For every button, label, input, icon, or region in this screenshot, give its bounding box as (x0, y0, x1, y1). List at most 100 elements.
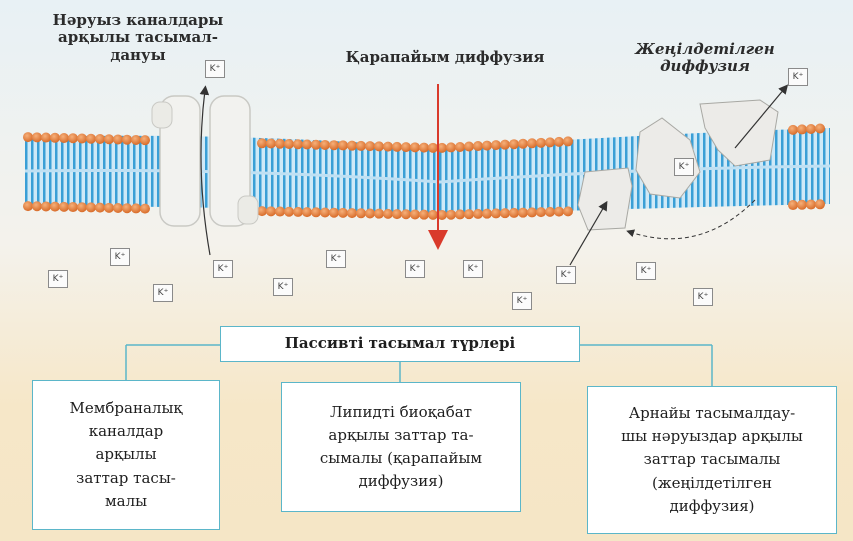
phospholipid-head (77, 202, 87, 212)
phospholipid-head (383, 209, 393, 219)
phospholipid-head (329, 208, 339, 218)
phospholipid-head (482, 209, 492, 219)
phospholipid-head (482, 141, 492, 151)
phospholipid-head (77, 134, 87, 144)
tree-child-channels: Мембраналық каналдар арқылы заттар тасы-… (32, 380, 220, 530)
phospholipid-head (554, 137, 564, 147)
phospholipid-head (23, 132, 33, 142)
facilitated-diffusion-label: Жеңілдетілген диффузия (625, 41, 785, 76)
phospholipid-head (527, 207, 537, 217)
phospholipid-head (329, 140, 339, 150)
phospholipid-head (509, 139, 519, 149)
phospholipid-head (815, 199, 825, 209)
phospholipid-head (563, 206, 573, 216)
phospholipid-head (365, 208, 375, 218)
phospholipid-head (347, 141, 357, 151)
phospholipid-head (293, 139, 303, 149)
phospholipid-head (446, 210, 456, 220)
phospholipid-head (122, 135, 132, 145)
phospholipid-head (86, 202, 96, 212)
potassium-ion-marker: K⁺ (693, 288, 713, 306)
phospholipid-head (320, 140, 330, 150)
phospholipid-head (365, 141, 375, 151)
potassium-ion-marker: K⁺ (463, 260, 483, 278)
phospholipid-head (410, 209, 420, 219)
phospholipid-head (500, 208, 510, 218)
phospholipid-head (284, 139, 294, 149)
phospholipid-head (527, 138, 537, 148)
phospholipid-head (311, 207, 321, 217)
phospholipid-head (383, 142, 393, 152)
potassium-ion-marker: K⁺ (273, 278, 293, 296)
phospholipid-head (509, 208, 519, 218)
phospholipid-head (815, 124, 825, 134)
tree-child-lipid-bilayer: Липидті биоқабат арқылы заттар та- сымал… (281, 382, 521, 512)
phospholipid-head (320, 208, 330, 218)
potassium-ion-marker: K⁺ (556, 266, 576, 284)
potassium-ion-marker: K⁺ (213, 260, 233, 278)
phospholipid-head (59, 133, 69, 143)
phospholipid-head (374, 209, 384, 219)
lipid-bilayer (23, 124, 830, 220)
phospholipid-head (302, 139, 312, 149)
phospholipid-head (104, 134, 114, 144)
phospholipid-head (788, 200, 798, 210)
phospholipid-head (113, 203, 123, 213)
phospholipid-head (68, 133, 78, 143)
phospholipid-head (410, 142, 420, 152)
phospholipid-head (356, 141, 366, 151)
phospholipid-head (788, 125, 798, 135)
phospholipid-head (392, 142, 402, 152)
phospholipid-head (266, 139, 276, 149)
phospholipid-head (374, 141, 384, 151)
phospholipid-head (545, 137, 555, 147)
phospholipid-head (338, 208, 348, 218)
phospholipid-head (806, 124, 816, 134)
phospholipid-head (554, 207, 564, 217)
potassium-ion-marker: K⁺ (512, 292, 532, 310)
phospholipid-head (536, 138, 546, 148)
phospholipid-head (95, 203, 105, 213)
phospholipid-head (455, 209, 465, 219)
potassium-ion-marker: K⁺ (636, 262, 656, 280)
channel-transport-label: Нәруыз каналдары арқылы тасымал- дануы (28, 12, 248, 64)
phospholipid-head (113, 134, 123, 144)
phospholipid-head (131, 135, 141, 145)
phospholipid-head (797, 124, 807, 134)
phospholipid-head (68, 202, 78, 212)
phospholipid-head (257, 138, 267, 148)
phospholipid-head (122, 203, 132, 213)
phospholipid-head (806, 200, 816, 210)
tree-root-box: Пассивті тасымал түрлері (220, 326, 580, 362)
phospholipid-head (311, 140, 321, 150)
phospholipid-head (131, 203, 141, 213)
phospholipid-head (302, 207, 312, 217)
phospholipid-head (275, 139, 285, 149)
tree-child-carriers: Арнайы тасымалдау- шы нәруыздар арқылы з… (587, 386, 837, 534)
phospholipid-head (473, 209, 483, 219)
phospholipid-head (500, 140, 510, 150)
phospholipid-head (518, 139, 528, 149)
phospholipid-head (473, 141, 483, 151)
phospholipid-head (419, 210, 429, 220)
simple-diffusion-label: Қарапайым диффузия (330, 49, 560, 66)
phospholipid-head (41, 133, 51, 143)
phospholipid-head (545, 207, 555, 217)
potassium-ion-marker: K⁺ (110, 248, 130, 266)
phospholipid-head (392, 209, 402, 219)
phospholipid-head (41, 201, 51, 211)
phospholipid-head (797, 200, 807, 210)
phospholipid-head (428, 143, 438, 153)
phospholipid-head (59, 202, 69, 212)
potassium-ion-marker: K⁺ (674, 158, 694, 176)
phospholipid-head (95, 134, 105, 144)
phospholipid-head (32, 201, 42, 211)
phospholipid-head (419, 143, 429, 153)
potassium-ion-marker: K⁺ (153, 284, 173, 302)
phospholipid-head (104, 203, 114, 213)
phospholipid-head (464, 209, 474, 219)
phospholipid-head (518, 208, 528, 218)
phospholipid-head (32, 132, 42, 142)
phospholipid-head (536, 207, 546, 217)
phospholipid-head (455, 142, 465, 152)
